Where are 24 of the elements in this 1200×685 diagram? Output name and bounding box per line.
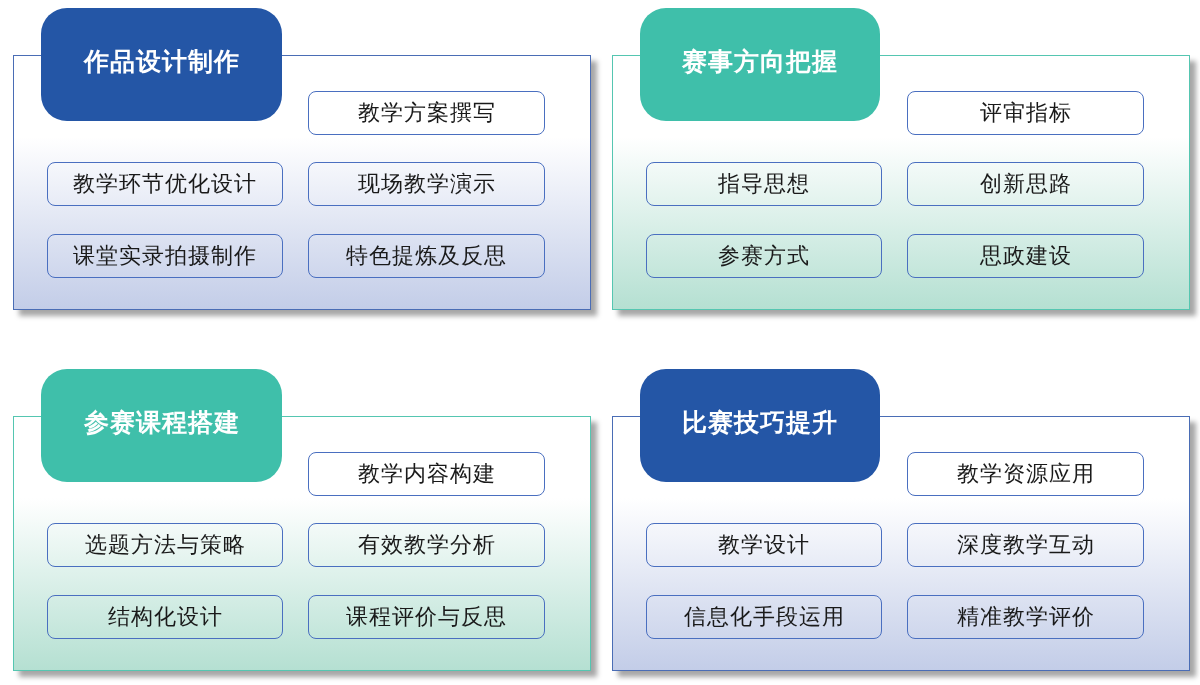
topic-box: 教学方案撰写	[308, 91, 545, 135]
topic-box: 教学资源应用	[907, 452, 1144, 496]
topic-box: 选题方法与策略	[47, 523, 283, 567]
topic-box: 指导思想	[646, 162, 882, 206]
topic-box: 现场教学演示	[308, 162, 545, 206]
topic-box: 教学环节优化设计	[47, 162, 283, 206]
topic-box: 有效教学分析	[308, 523, 545, 567]
topic-box: 参赛方式	[646, 234, 882, 278]
topic-box: 课程评价与反思	[308, 595, 545, 639]
topic-box: 创新思路	[907, 162, 1144, 206]
topic-box: 课堂实录拍摄制作	[47, 234, 283, 278]
topic-box: 特色提炼及反思	[308, 234, 545, 278]
topic-box: 结构化设计	[47, 595, 283, 639]
heading-tab: 作品设计制作	[41, 8, 282, 121]
topic-box: 精准教学评价	[907, 595, 1144, 639]
topic-box: 教学内容构建	[308, 452, 545, 496]
topic-box: 信息化手段运用	[646, 595, 882, 639]
topic-box: 深度教学互动	[907, 523, 1144, 567]
topic-box: 思政建设	[907, 234, 1144, 278]
heading-tab: 赛事方向把握	[640, 8, 880, 121]
topic-box: 教学设计	[646, 523, 882, 567]
heading-tab: 比赛技巧提升	[640, 369, 880, 482]
heading-tab: 参赛课程搭建	[41, 369, 282, 482]
topic-box: 评审指标	[907, 91, 1144, 135]
